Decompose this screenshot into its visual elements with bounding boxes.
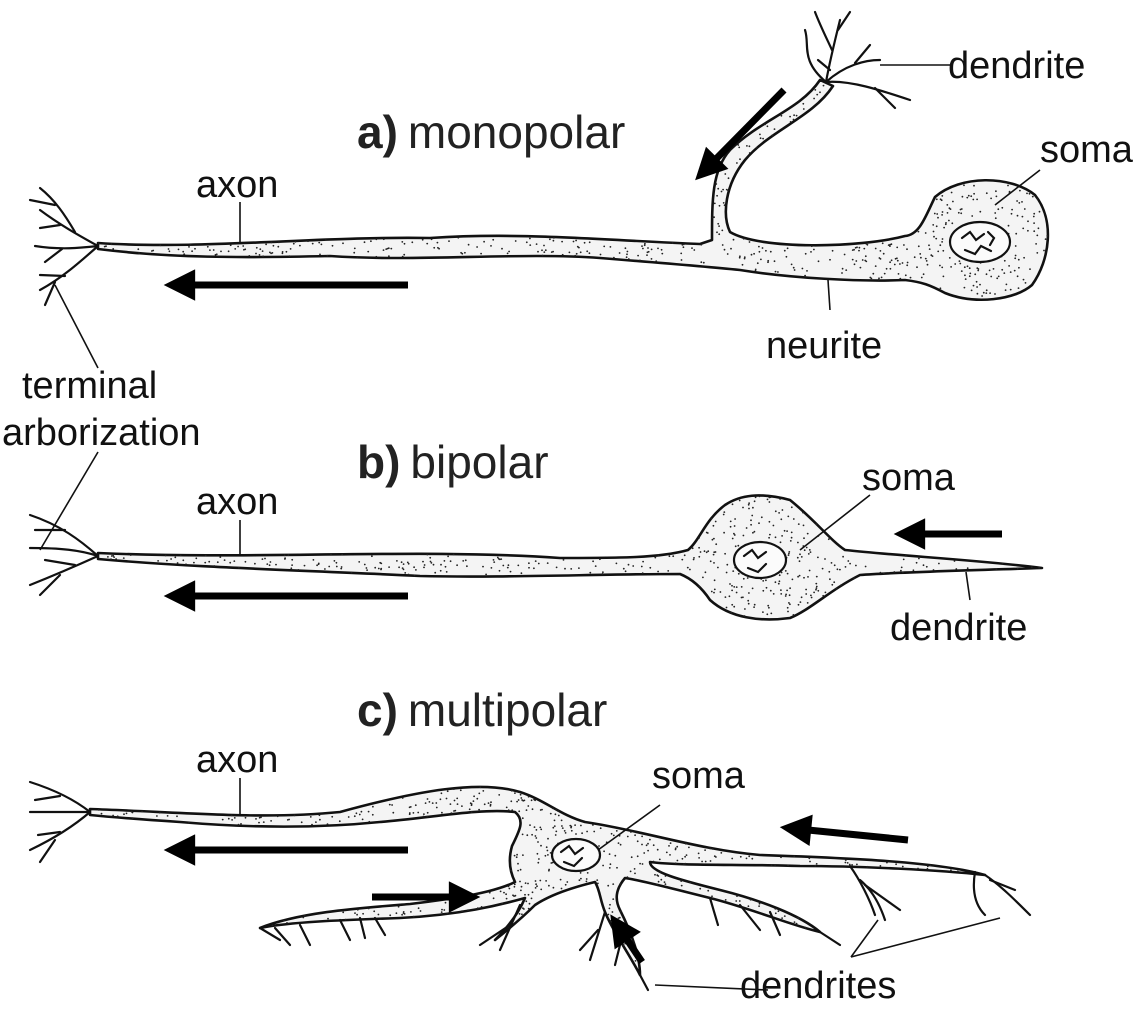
monopolar-nucleus — [950, 222, 1010, 262]
terminal-label-line1: terminal — [22, 365, 157, 407]
monopolar-axon-label: axon — [196, 164, 278, 206]
monopolar-terminal-arborization — [30, 188, 98, 305]
multipolar-nucleus — [552, 839, 600, 871]
monopolar-neurite-label: neurite — [766, 325, 882, 367]
multipolar-neuron — [30, 782, 1030, 990]
panel-a-title: a)monopolar — [357, 106, 625, 158]
multipolar-soma-label: soma — [652, 755, 746, 797]
multipolar-axon-label: axon — [196, 739, 278, 781]
monopolar-neuron — [30, 12, 1048, 305]
terminal-label-line2: arborization — [2, 412, 201, 454]
multipolar-dendrite-branches — [260, 866, 1030, 990]
multipolar-terminal-arborization — [30, 782, 90, 862]
multipolar-dendrite-arrow-right — [808, 830, 908, 840]
bipolar-terminal-arborization — [30, 515, 98, 595]
bipolar-neuron — [30, 495, 1042, 619]
multipolar-body — [90, 787, 985, 975]
panel-b-title: b)bipolar — [357, 436, 549, 488]
bipolar-axon-label: axon — [196, 481, 278, 523]
bipolar-nucleus — [734, 542, 786, 578]
bipolar-dendrite-label: dendrite — [890, 607, 1027, 649]
multipolar-dendrites-label: dendrites — [740, 965, 896, 1007]
monopolar-dendrite-label: dendrite — [948, 45, 1085, 87]
bipolar-soma-label: soma — [862, 457, 956, 499]
titles: a)monopolar b)bipolar c)multipolar — [357, 106, 625, 736]
monopolar-soma-label: soma — [1040, 129, 1134, 171]
panel-c-title: c)multipolar — [357, 684, 607, 736]
